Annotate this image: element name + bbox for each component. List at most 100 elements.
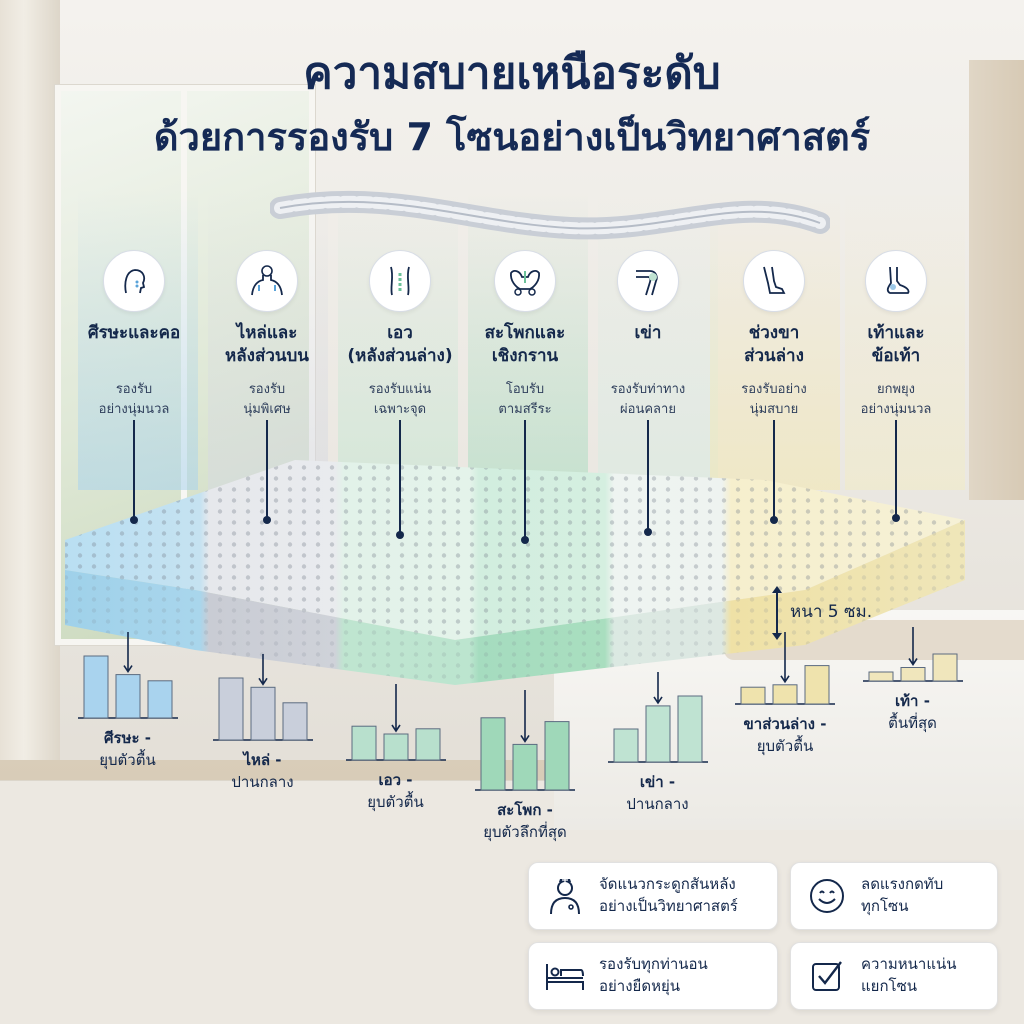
compression-bar <box>613 728 638 763</box>
compression-chart-head: ศีรษะ -ยุบตัวตื้น <box>70 630 185 772</box>
page-subtitle: ด้วยการรองรับ 7 โซนอย่างเป็นวิทยาศาสตร์ <box>153 115 871 159</box>
compression-chart-foot: เท้า - ตื้นที่สุด <box>855 625 970 735</box>
zone-name-line1: สะโพกและ <box>484 323 566 343</box>
feature-line2: อย่างยืดหยุ่น <box>599 977 681 995</box>
feature-card-sleep-positions: รองรับทุกท่านอนอย่างยืดหยุ่น <box>528 942 778 1010</box>
zone-name-line1: ไหล่และ <box>236 323 298 343</box>
compression-bar <box>932 653 957 682</box>
compression-chart-shoulder: ไหล่ - ปานกลาง <box>205 652 320 794</box>
mattress-illustration <box>65 460 965 685</box>
pressure-arrow-icon <box>907 627 918 666</box>
zone-pointer <box>263 420 271 524</box>
zone-hip: สะโพกและเชิงกราน โอบรับตามสรีระ <box>461 250 589 544</box>
chart-subtitle: ปานกลาง <box>626 794 689 813</box>
pressure-arrow-icon <box>780 632 790 684</box>
feature-line2: แยกโซน <box>861 977 918 995</box>
zone-name-line2: (หลังส่วนล่าง) <box>347 345 453 366</box>
zone-pointer <box>644 420 652 536</box>
compression-bar <box>218 677 243 741</box>
doctor-icon <box>543 874 587 918</box>
zone-name-line1: เข่า <box>634 323 662 343</box>
thickness-arrow-icon <box>772 586 782 640</box>
zone-pointer <box>130 420 138 524</box>
bed-icon <box>543 954 587 998</box>
zone-pointer <box>396 420 404 539</box>
compression-bar <box>900 667 925 682</box>
zone-shoulder: ไหล่และหลังส่วนบน รองรับนุ่มพิเศษ <box>203 250 331 524</box>
pressure-arrow-icon <box>390 684 401 733</box>
compression-chart-hip: สะโพก -ยุบตัวลึกที่สุด <box>460 688 590 844</box>
feature-card-density: ความหนาแน่นแยกโซน <box>790 942 998 1010</box>
pressure-arrow-icon <box>257 654 268 686</box>
zone-tint-foot <box>845 190 965 490</box>
compression-bar <box>480 717 506 791</box>
compression-bar <box>868 671 893 682</box>
zone-desc-line1: รองรับ <box>115 382 153 397</box>
zone-desc-line2: อย่างนุ่มนวล <box>98 401 170 417</box>
zone-foot: เท้าและข้อเท้า ยกพยุงอย่างนุ่มนวล <box>832 250 960 522</box>
compression-bar <box>645 705 670 763</box>
compression-bar <box>415 728 440 761</box>
zone-pointer <box>892 420 900 522</box>
pressure-arrow-icon <box>520 690 530 743</box>
compression-bar <box>740 686 766 705</box>
feature-line1: จัดแนวกระดูกสันหลัง <box>599 875 736 894</box>
compression-bar <box>544 721 570 791</box>
zone-desc-line2: นุ่มสบาย <box>749 401 799 417</box>
chart-subtitle: ยุบตัวตื้น <box>367 792 424 811</box>
feature-card-pressure: ลดแรงกดทับทุกโซน <box>790 862 998 930</box>
knee-icon <box>617 250 679 312</box>
lower-leg-icon <box>743 250 805 312</box>
zone-head: ศีรษะและคอ รองรับอย่างนุ่มนวล <box>70 250 198 524</box>
zone-knee: เข่า รองรับท่าทางผ่อนคลาย <box>584 250 712 536</box>
zone-desc-line2: อย่างนุ่มนวล <box>860 401 932 417</box>
foot-icon <box>865 250 927 312</box>
chart-title: ศีรษะ - <box>104 729 151 747</box>
compression-bar <box>512 743 538 791</box>
compression-bar <box>677 695 702 763</box>
zone-desc-line1: ยกพยุง <box>876 382 916 397</box>
zone-name-line1: ศีรษะและคอ <box>87 323 181 343</box>
zone-tint-shoulder <box>208 190 328 490</box>
smile-icon <box>805 874 849 918</box>
zone-name-line2: เชิงกราน <box>491 345 559 366</box>
compression-bar <box>282 702 307 741</box>
feature-line2: ทุกโซน <box>861 897 909 915</box>
zone-pointer <box>770 420 778 524</box>
chart-title: ขาส่วนล่าง - <box>743 715 827 733</box>
zone-name-line1: ช่วงขา <box>748 323 800 343</box>
zone-desc-line2: เฉพาะจุด <box>373 401 427 417</box>
zone-lower-leg: ช่วงขาส่วนล่าง รองรับอย่างนุ่มสบาย <box>710 250 838 524</box>
zone-tint-leg <box>710 190 840 490</box>
zone-pointer <box>521 420 529 544</box>
zone-name-line1: เอว <box>387 323 413 343</box>
zone-tint-head <box>78 190 198 490</box>
lower-back-icon <box>369 250 431 312</box>
pelvis-icon <box>494 250 556 312</box>
feature-line1: ลดแรงกดทับ <box>861 875 944 894</box>
pressure-arrow-icon <box>652 672 663 705</box>
zone-tint-knee <box>598 190 718 490</box>
compression-chart-knee: เข่า -ปานกลาง <box>600 670 715 816</box>
compression-chart-waist: เอว - ยุบตัวตื้น <box>338 682 453 814</box>
zone-name-line2: หลังส่วนบน <box>225 345 309 366</box>
zone-desc-line1: รองรับ <box>248 382 286 397</box>
compression-bar <box>115 674 140 719</box>
zone-waist: เอว(หลังส่วนล่าง) รองรับแน่นเฉพาะจุด <box>336 250 464 539</box>
zone-desc-line1: รองรับแน่น <box>368 382 432 397</box>
chart-subtitle: ปานกลาง <box>231 772 294 791</box>
feature-line2: อย่างเป็นวิทยาศาสตร์ <box>599 897 738 915</box>
chart-title: เอว - <box>378 771 413 789</box>
chart-title: เท้า - <box>895 692 930 710</box>
head-neck-icon <box>103 250 165 312</box>
chart-title: สะโพก - <box>497 801 553 819</box>
thickness-label: หนา 5 ซม. <box>790 602 873 622</box>
compression-bar <box>383 733 408 761</box>
page-title: ความสบายเหนือระดับ <box>303 48 721 99</box>
chart-subtitle: ตื้นที่สุด <box>888 713 937 732</box>
zone-tint-waist <box>338 190 458 490</box>
chart-title: ไหล่ - <box>243 751 282 769</box>
feature-line1: รองรับทุกท่านอน <box>599 955 708 974</box>
zone-name-line2: ส่วนล่าง <box>744 345 804 366</box>
zone-desc-line1: รองรับอย่าง <box>741 382 807 397</box>
